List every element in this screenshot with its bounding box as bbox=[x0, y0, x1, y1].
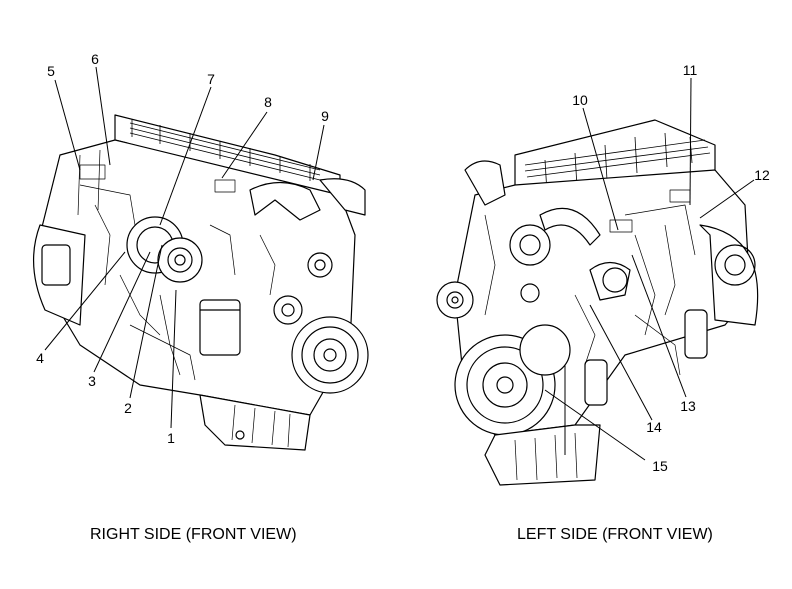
callout-number: 5 bbox=[47, 63, 55, 79]
callout-number: 14 bbox=[646, 419, 662, 435]
callout-number: 13 bbox=[680, 398, 696, 414]
callout-number: 7 bbox=[207, 71, 215, 87]
caption-left-side-front-view: LEFT SIDE (FRONT VIEW) bbox=[517, 526, 713, 543]
callout-number: 2 bbox=[124, 400, 132, 416]
engine-illustration-left-side bbox=[436, 119, 759, 486]
callout-number: 10 bbox=[572, 92, 588, 108]
engine-illustration-right-side bbox=[33, 114, 369, 451]
callout-number: 12 bbox=[754, 167, 770, 183]
caption-right-side-front-view: RIGHT SIDE (FRONT VIEW) bbox=[90, 526, 297, 543]
callout-number: 6 bbox=[91, 51, 99, 67]
callout-number: 3 bbox=[88, 373, 96, 389]
callout-number: 4 bbox=[36, 350, 44, 366]
callout-number: 8 bbox=[264, 94, 272, 110]
callout-number: 15 bbox=[652, 458, 668, 474]
callout-number: 1 bbox=[167, 430, 175, 446]
callout-number: 9 bbox=[321, 108, 329, 124]
callout-number: 11 bbox=[682, 62, 698, 78]
